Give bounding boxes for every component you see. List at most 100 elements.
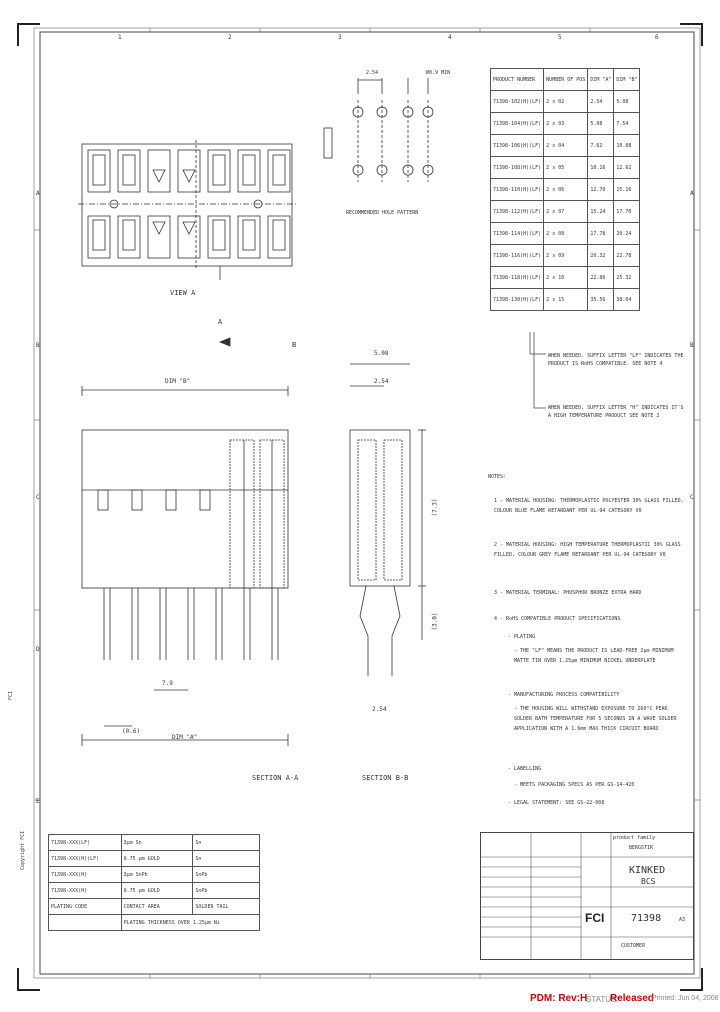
note-plating: - PLATING (508, 634, 536, 640)
company-logo: FCI (585, 911, 605, 925)
cell: 12.62 (613, 156, 641, 179)
dim-30-label: (3.0) (431, 612, 439, 631)
zone-side-a: A (36, 190, 40, 197)
drawing-subtitle: BCS (641, 877, 656, 886)
hole-pitch-label: 2.54 (366, 70, 379, 76)
cell: 17.78 (587, 222, 615, 245)
plating-header-code: PLATING CODE (48, 898, 122, 915)
cell: 0.75 µm GOLD (120, 882, 194, 899)
hole-pattern-drawing (323, 78, 434, 182)
cell: 7.62 (587, 134, 615, 157)
zone-top-2: 2 (228, 34, 232, 41)
cell: Sn (192, 834, 260, 851)
cell: 35.56 (587, 288, 615, 311)
cell: 3µm Sn (120, 834, 194, 851)
cell: 71398-130(H)(LF) (489, 288, 545, 311)
cell: 17.70 (613, 200, 641, 223)
cell: Sn (192, 850, 260, 867)
cell: 71398-102(H)(LF) (489, 90, 545, 113)
product-family-value: BERGSTIK (629, 845, 654, 851)
dim-254-label: 2.54 (374, 378, 389, 385)
cell: 2 x 07 (543, 200, 589, 223)
zone-side-a-right: A (690, 190, 694, 197)
dim-73-label: (7.3) (431, 498, 439, 517)
title-block-grid (481, 833, 693, 959)
cell: 71398-108(H)(LF) (489, 156, 545, 179)
dim-a-label: DIM "A" (172, 734, 198, 741)
zone-side-c-right: C (690, 494, 694, 501)
cell: 2 x 08 (543, 222, 589, 245)
drawing-title: KINKED (629, 865, 666, 876)
note-legal: - LEGAL STATEMENT: SEE GS-22-008 (508, 800, 605, 806)
sheet-size: A3 (679, 917, 686, 923)
cell: SnPb (192, 866, 260, 883)
cell: 22.86 (587, 266, 615, 289)
cell: 71398-116(H)(LF) (489, 244, 545, 267)
suffix-leaders (529, 332, 546, 409)
dim-79-label: 7.9 (162, 680, 173, 687)
cell: 71398-112(H)(LF) (489, 200, 545, 223)
product-family-label: product family (613, 835, 656, 841)
view-b-arrow: B (292, 341, 297, 349)
dim-b-label: DIM "B" (165, 378, 191, 385)
status-released: Released (610, 993, 654, 1004)
fci-logo-small: FCI (8, 690, 14, 700)
dim-508-label: 5.08 (374, 350, 389, 357)
title-block: product family BERGSTIK KINKED BCS FCI 7… (480, 832, 694, 960)
section-aa-label: SECTION A-A (252, 774, 299, 782)
zone-side-c: C (36, 494, 40, 501)
zone-side-b: B (36, 342, 40, 349)
cell: 3µm SnPb (120, 866, 194, 883)
cell: 5.08 (587, 112, 615, 135)
cell: 2 x 09 (543, 244, 589, 267)
section-bb-drawing (349, 363, 426, 676)
cell: 2 x 02 (543, 90, 589, 113)
note-4: 4 - RoHS COMPATIBLE PRODUCT SPECIFICATIO… (494, 616, 621, 622)
cell: 71398-110(H)(LF) (489, 178, 545, 201)
product-header-pos: NUMBER OF POS (543, 68, 589, 91)
zone-top-6: 6 (655, 34, 659, 41)
plating-header-contact: CONTACT AREA (120, 898, 194, 915)
cell: SnPb (192, 882, 260, 899)
note-labelling: - LABELLING (508, 766, 542, 772)
dim-254b-label: 2.54 (372, 706, 387, 713)
pdm-revision: PDM: Rev:H (530, 993, 588, 1004)
cell: 71398-XXX(H)(LF) (48, 850, 122, 867)
table-row: PLATING THICKNESS OVER 1.25µm Ni (48, 914, 261, 931)
note-1: 1 - MATERIAL HOUSING: THERMOPLASTIC POLY… (494, 498, 684, 514)
zone-side-b-right: B (690, 342, 694, 349)
note-3: 3 - MATERIAL TERMINAL: PHOSPHOR BRONZE E… (494, 590, 642, 596)
zone-top-3: 3 (338, 34, 342, 41)
cell: 20.24 (613, 222, 641, 245)
cell: 10.16 (587, 156, 615, 179)
cell: 71398-106(H)(LF) (489, 134, 545, 157)
section-aa-drawing (81, 337, 289, 746)
note-process: - MANUFACTURING PROCESS COMPATIBILITY (508, 692, 620, 698)
cell: 2 x 04 (543, 134, 589, 157)
zone-top-1: 1 (118, 34, 122, 41)
cell: 71398-XXX(H) (48, 882, 122, 899)
suffix-note-lf: WHEN NEEDED, SUFFIX LETTER "LF" INDICATE… (548, 353, 684, 367)
status-label: STATUS: (586, 995, 619, 1004)
copyright-text: Copyright FCI (20, 830, 26, 870)
product-header-dima: DIM "A" (587, 68, 615, 91)
cell: 5.08 (613, 90, 641, 113)
cell: 2 x 06 (543, 178, 589, 201)
cell: 7.54 (613, 112, 641, 135)
cell: 71398-XXX(H) (48, 866, 122, 883)
cell: 22.78 (613, 244, 641, 267)
cell: 2 x 10 (543, 266, 589, 289)
section-bb-label: SECTION B-B (362, 774, 409, 782)
zone-top-5: 5 (558, 34, 562, 41)
cell: 71398-114(H)(LF) (489, 222, 545, 245)
